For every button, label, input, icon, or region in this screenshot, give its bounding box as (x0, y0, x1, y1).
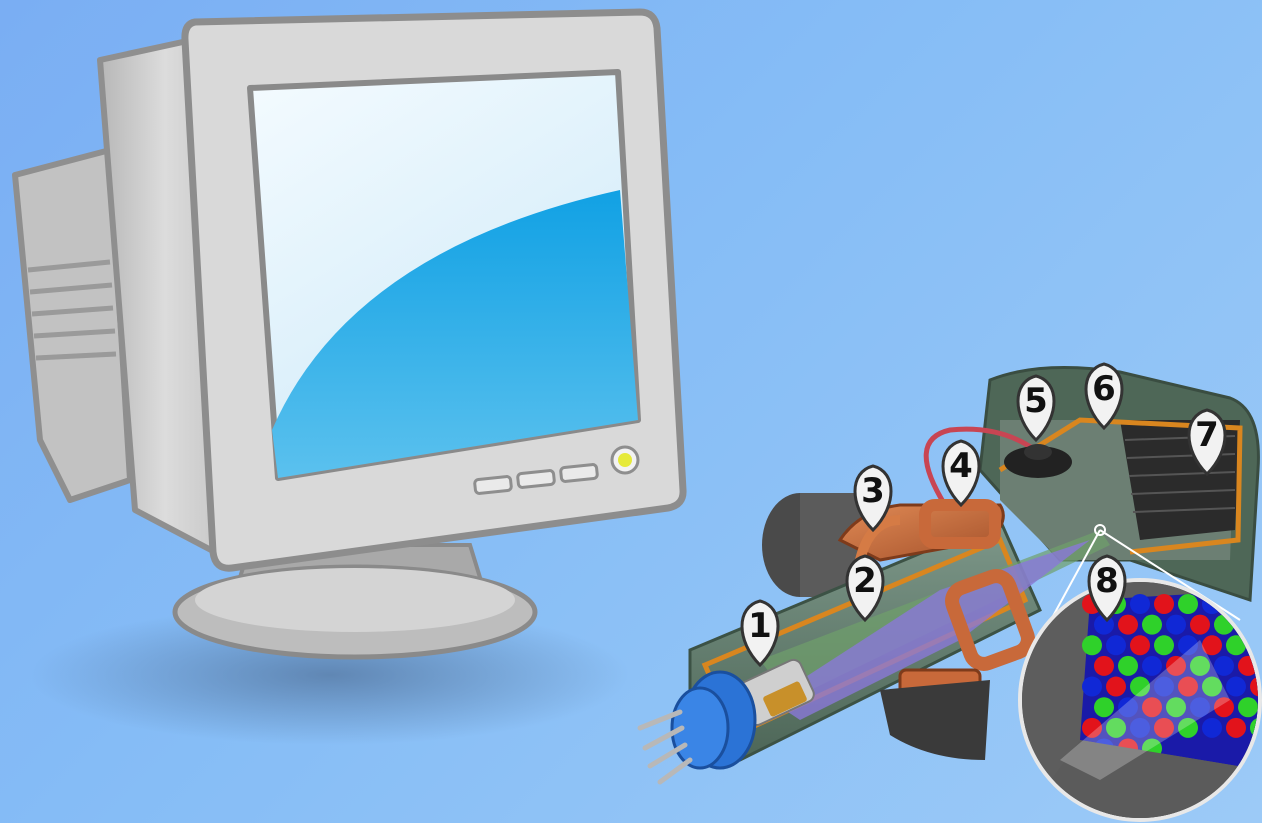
crt-monitor-icon (15, 12, 683, 745)
phosphor-dot (1106, 677, 1126, 697)
phosphor-dot (1154, 635, 1174, 655)
marker-label: 8 (1095, 561, 1119, 601)
phosphor-magnifier (1020, 580, 1262, 823)
phosphor-dot (1094, 697, 1114, 717)
marker-label: 4 (949, 446, 973, 486)
phosphor-dot (1142, 656, 1162, 676)
monitor-button (560, 464, 597, 482)
monitor-button (474, 476, 511, 494)
phosphor-dot (1118, 615, 1138, 635)
phosphor-dot (1190, 615, 1210, 635)
marker-label: 2 (853, 561, 877, 601)
phosphor-dot (1130, 635, 1150, 655)
marker-label: 6 (1092, 369, 1116, 409)
monitor-button (517, 470, 554, 488)
phosphor-dot (1094, 656, 1114, 676)
phosphor-dot (1130, 594, 1150, 614)
tube-socket (640, 672, 755, 782)
marker-label: 7 (1195, 415, 1219, 455)
marker-label: 1 (748, 606, 772, 646)
phosphor-dot (1154, 594, 1174, 614)
phosphor-dot (1226, 677, 1246, 697)
phosphor-dot (1118, 656, 1138, 676)
phosphor-dot (1226, 718, 1246, 738)
phosphor-dot (1166, 615, 1186, 635)
marker-label: 5 (1024, 381, 1048, 421)
phosphor-dot (1250, 594, 1262, 614)
marker-label: 3 (861, 471, 885, 511)
phosphor-dot (1238, 697, 1258, 717)
phosphor-dot (1106, 635, 1126, 655)
phosphor-dot (1082, 635, 1102, 655)
phosphor-dot (1214, 656, 1234, 676)
phosphor-dot (1142, 615, 1162, 635)
phosphor-dot (1082, 677, 1102, 697)
phosphor-dot (1202, 718, 1222, 738)
crt-tube-cutaway: 1 2 3 4 5 6 7 (640, 364, 1262, 823)
phosphor-dot (1178, 594, 1198, 614)
marker-4: 4 (943, 441, 979, 505)
tube-mount (880, 680, 990, 760)
